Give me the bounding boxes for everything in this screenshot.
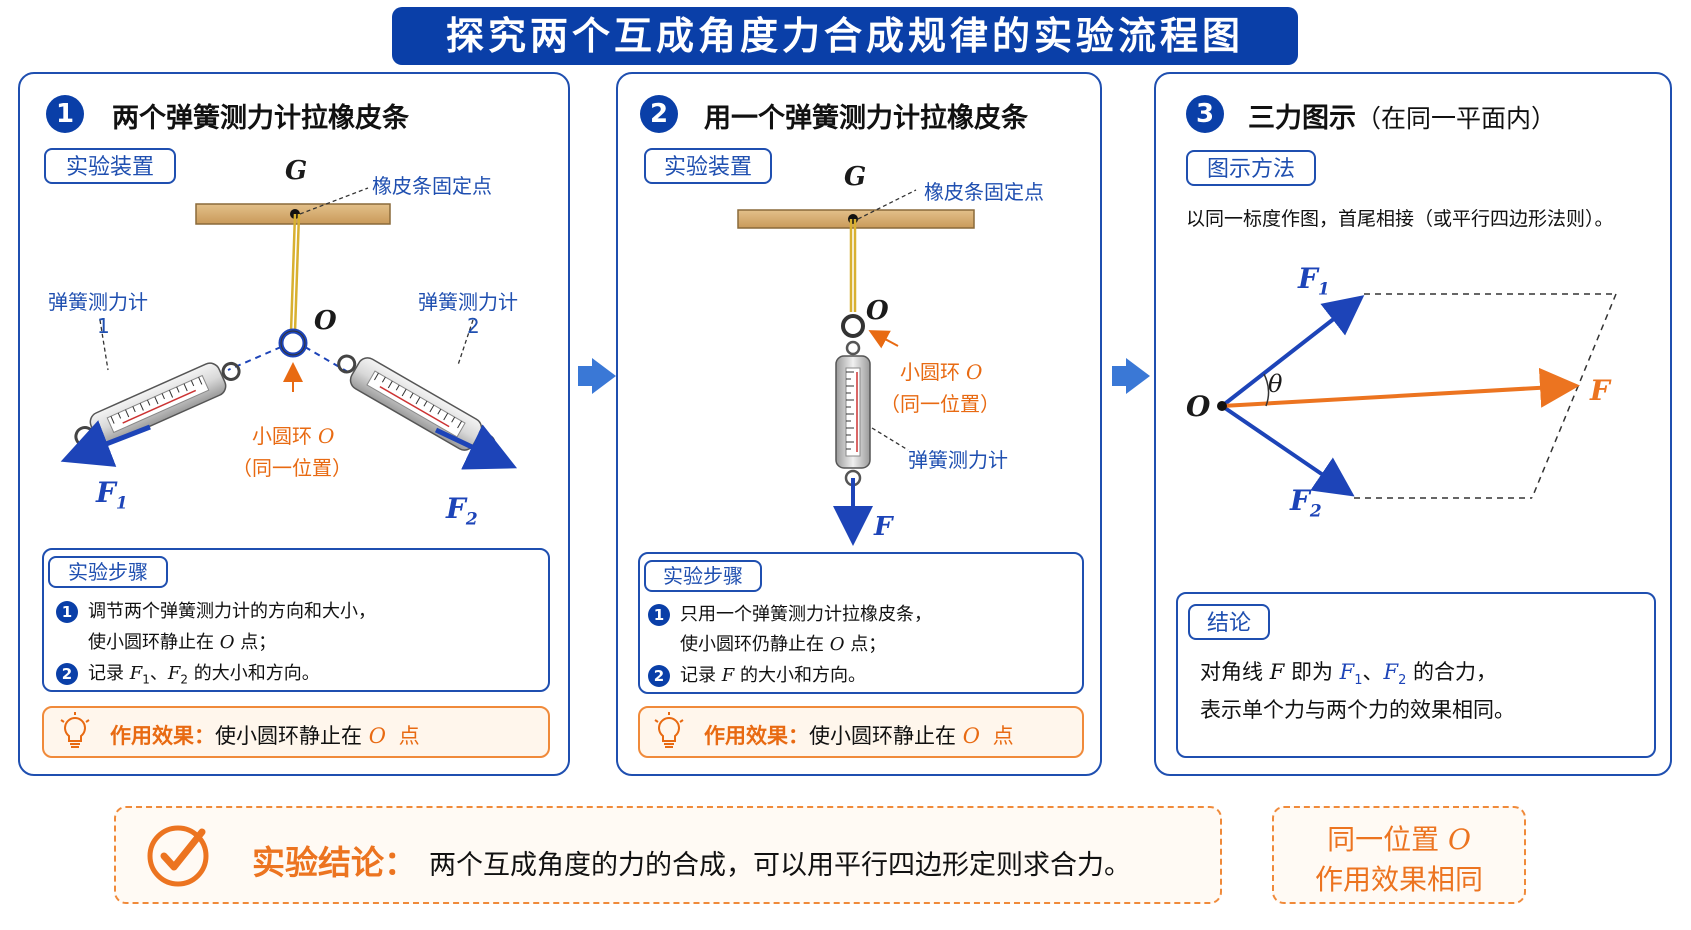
step-1-line-2: 使小圆环静止在 O 点； <box>88 632 277 653</box>
method-text: 以同一标度作图，首尾相接（或平行四边形法则）。 <box>1186 208 1614 230</box>
steps-tag: 实验步骤 <box>644 560 762 592</box>
spring-balance-vertical <box>835 355 871 469</box>
step-number-badge: 3 <box>1186 95 1224 133</box>
force-arrow-F1 <box>60 420 151 467</box>
page-title: 探究两个互成角度力合成规律的实验流程图 <box>392 7 1298 65</box>
label-F1: F1 <box>96 476 128 514</box>
leader-spring-2 <box>457 319 474 366</box>
lightbulb-icon <box>60 712 90 748</box>
conclusion-line-1: 对角线 F 即为 F1、F2 的合力， <box>1200 660 1498 689</box>
steps-tag: 实验步骤 <box>48 556 168 588</box>
side-note-line-1: 同一位置 O <box>1327 823 1471 856</box>
panel-title: 三力图示（在同一平面内） <box>1248 103 1557 134</box>
origin-point <box>1217 401 1227 411</box>
label-G: G <box>844 162 867 192</box>
one-spring-apparatus-diagram <box>737 189 975 546</box>
step-1-line-2: 使小圆环仍静止在 O 点； <box>680 634 887 655</box>
two-spring-apparatus-diagram <box>60 187 518 470</box>
panel-title: 两个弹簧测力计拉橡皮条 <box>112 103 409 134</box>
fixed-point <box>848 214 858 224</box>
leader-fixed-point <box>299 187 369 215</box>
force-arrow-F2 <box>434 424 518 470</box>
dashed-line-right <box>304 346 349 373</box>
spring-balance-1 <box>74 361 241 448</box>
effect-box <box>42 706 550 758</box>
label-F1: F1 <box>1298 262 1330 300</box>
step-number-badge: 1 <box>46 95 84 133</box>
side-note-box <box>1272 806 1526 904</box>
rubber-band <box>289 213 301 333</box>
experiment-conclusion-box <box>114 806 1222 904</box>
vector-F-resultant <box>1221 367 1580 408</box>
leader-spring-1 <box>99 319 109 371</box>
leader-fixed-point <box>857 189 917 220</box>
flow-arrow-icon <box>1112 358 1150 394</box>
step-number-badge: 2 <box>640 95 678 133</box>
label-O: O <box>314 306 337 336</box>
label-same-position: （同一位置） <box>232 456 352 480</box>
label-F: F <box>874 512 893 542</box>
ring-pointer-arrow <box>868 330 899 349</box>
label-spring: 弹簧测力计 <box>908 448 1008 472</box>
effect-box <box>638 706 1084 758</box>
lightbulb-icon <box>654 712 684 748</box>
rubber-band <box>849 219 857 312</box>
label-spring-2: 弹簧测力计 <box>418 290 518 314</box>
conclusion-line-2: 表示单个力与两个力的效果相同。 <box>1200 698 1515 722</box>
vector-F1 <box>1220 295 1365 408</box>
label-O: O <box>866 296 889 326</box>
label-same-position: （同一位置） <box>880 392 1000 416</box>
vector-F2 <box>1220 404 1355 497</box>
apparatus-tag: 实验装置 <box>44 148 176 184</box>
label-spring-1: 弹簧测力计 <box>48 290 148 314</box>
apparatus-tag: 实验装置 <box>644 148 772 184</box>
label-fixed-point: 橡皮条固定点 <box>924 180 1044 204</box>
label-F2: F2 <box>1290 484 1322 522</box>
side-note-line-2: 作用效果相同 <box>1314 863 1483 896</box>
label-O: O <box>1186 390 1211 423</box>
label-F: F <box>1590 374 1610 407</box>
panel-title: 用一个弹簧测力计拉橡皮条 <box>704 103 1028 134</box>
label-spring-2-num: 2 <box>467 314 480 338</box>
experiment-conclusion-text: 实验结论：两个互成角度的力的合成，可以用平行四边形定则求合力。 <box>252 843 1131 882</box>
leader-spring <box>871 427 909 451</box>
checkmark-icon <box>147 825 209 887</box>
effect-text: 作用效果：使小圆环静止在 O 点 <box>704 724 1014 748</box>
spring-balance-2 <box>337 354 496 455</box>
effect-text: 作用效果：使小圆环静止在 O 点 <box>110 724 420 748</box>
label-G: G <box>285 156 308 186</box>
method-tag: 图示方法 <box>1186 150 1316 186</box>
label-F2: F2 <box>446 492 478 530</box>
ring-O <box>841 314 865 338</box>
angle-arc <box>1263 373 1270 407</box>
force-parallelogram-diagram <box>1217 293 1617 499</box>
flow-arrow-icon <box>578 358 616 394</box>
label-fixed-point: 橡皮条固定点 <box>372 174 492 198</box>
label-theta: θ <box>1268 370 1283 398</box>
label-spring-1-num: 1 <box>97 314 110 338</box>
conclusion-tag: 结论 <box>1188 604 1270 640</box>
